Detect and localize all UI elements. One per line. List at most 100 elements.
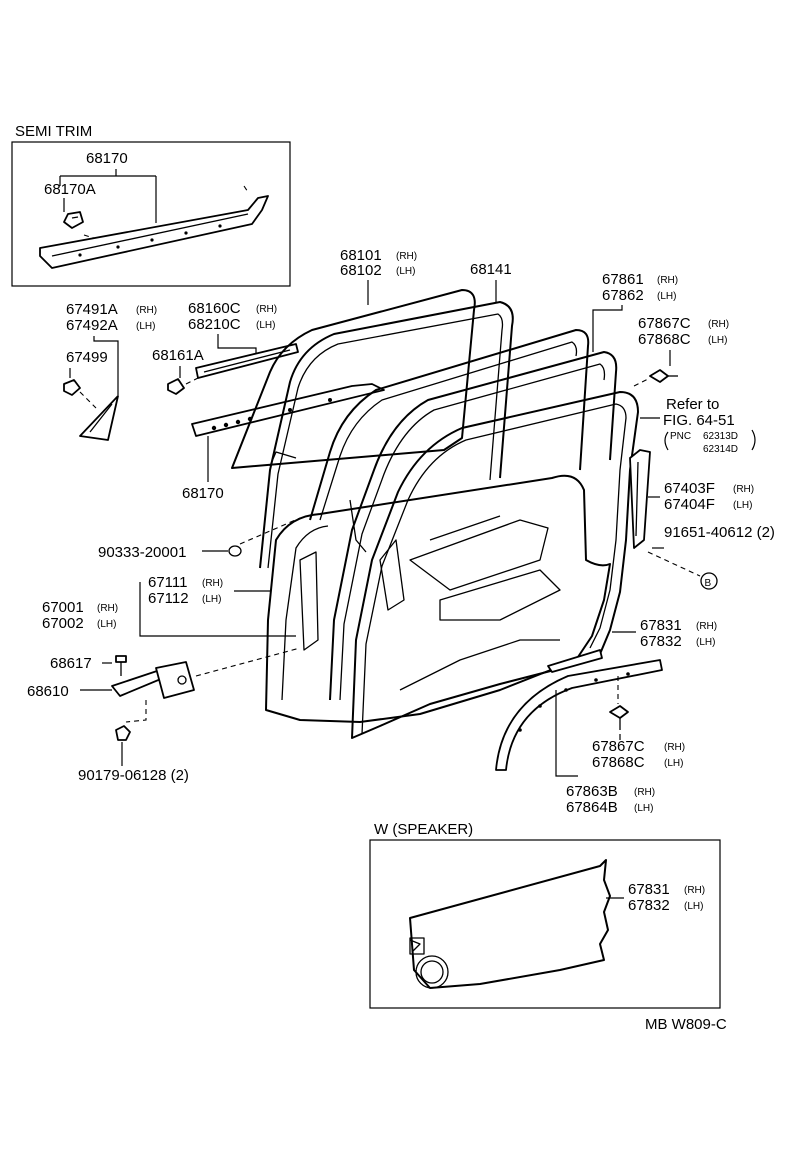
label-67112: 67112: [148, 590, 189, 607]
label-68617: 68617: [50, 655, 92, 672]
svg-text:(RH): (RH): [733, 484, 754, 495]
corner-trim-part: [79, 395, 119, 441]
label-67111: 67111: [148, 574, 188, 591]
label-67832-speaker: 67832: [628, 897, 670, 914]
svg-text:(LH): (LH): [396, 266, 415, 277]
svg-text:(RH): (RH): [634, 787, 655, 798]
refer-text-2: FIG. 64-51: [663, 412, 735, 429]
speaker-hole: [415, 955, 449, 989]
weatherstrip-label-group: 67861 (RH) 67862 (LH) 67867C (RH) 67868C…: [592, 271, 756, 455]
run-channel-part: [259, 301, 514, 569]
semi-trim-frame: [11, 141, 291, 287]
speaker-trim-board-part: [409, 859, 611, 989]
clip-68161a-icon: [167, 378, 185, 395]
svg-text:(LH): (LH): [664, 758, 683, 769]
label-67862: 67862: [602, 287, 644, 304]
label-68170a: 68170A: [44, 181, 96, 198]
label-67492a: 67492A: [66, 317, 118, 334]
svg-text:(RH): (RH): [696, 621, 717, 632]
speaker-inset-frame: [369, 839, 721, 1009]
semi-trim-leader: [59, 169, 157, 223]
svg-text:(LH): (LH): [733, 500, 752, 511]
door-panel-label-group: 67111 (RH) 67112 (LH) 67001 (RH) 67002 (…: [42, 574, 296, 637]
clip-67499-icon: [63, 379, 81, 396]
svg-text:(RH): (RH): [396, 251, 417, 262]
upper-clip-icon: [649, 369, 678, 383]
diagram-code: MB W809-C: [645, 1016, 727, 1033]
label-67499: 67499: [66, 349, 108, 366]
label-68170: 68170: [182, 485, 224, 502]
upper-left-label-group: 67491A (RH) 67492A (LH) 67499 68160C (RH…: [63, 300, 385, 502]
svg-text:(LH): (LH): [256, 320, 275, 331]
lower-clip-icon: [609, 705, 629, 730]
label-68210c: 68210C: [188, 316, 241, 333]
glass-label-group: 68101 (RH) 68102 (LH) 68141: [340, 247, 512, 305]
trim-board-label-group: 67831 (RH) 67832 (LH): [612, 617, 717, 650]
label-67864b: 67864B: [566, 799, 618, 816]
semi-trim-molding-part: [39, 185, 269, 269]
svg-text:(LH): (LH): [657, 291, 676, 302]
label-90333-20001: 90333-20001: [98, 544, 186, 561]
label-68102: 68102: [340, 262, 382, 279]
label-67832: 67832: [640, 633, 682, 650]
bolt-icon: [115, 655, 127, 676]
label-67861: 67861: [602, 271, 644, 288]
label-68170-inset: 68170: [86, 150, 128, 167]
semi-trim-clip: [63, 211, 84, 229]
svg-text:(RH): (RH): [97, 603, 118, 614]
label-67831: 67831: [640, 617, 682, 634]
label-67403f: 67403F: [664, 480, 715, 497]
svg-text:(RH): (RH): [684, 885, 705, 896]
svg-text:(LH): (LH): [97, 619, 116, 630]
speaker-inset: W (SPEAKER) 67831 (RH) 67832 (LH): [369, 821, 721, 1009]
svg-text:(RH): (RH): [657, 275, 678, 286]
label-67867c-upper: 67867C: [638, 315, 691, 332]
label-67002: 67002: [42, 615, 84, 632]
svg-text:(LH): (LH): [634, 803, 653, 814]
semi-trim-inset: SEMI TRIM 68170 68170A: [11, 123, 291, 287]
plug-icon: [228, 545, 242, 557]
label-67868c-lower: 67868C: [592, 754, 645, 771]
door-check-group: 68617 68610 90179-06128 (2): [27, 647, 301, 784]
label-67491a: 67491A: [66, 301, 118, 318]
plug-90333-group: 90333-20001: [98, 517, 301, 561]
label-67863b: 67863B: [566, 783, 618, 800]
lower-molding-part: [495, 649, 663, 771]
label-68101: 68101: [340, 247, 382, 264]
svg-text:(LH): (LH): [708, 335, 727, 346]
svg-text:(RH): (RH): [664, 742, 685, 753]
label-67868c-upper: 67868C: [638, 331, 691, 348]
ref-marker-circle: [700, 572, 718, 590]
svg-text:(LH): (LH): [696, 637, 715, 648]
label-68141: 68141: [470, 261, 512, 278]
lower-molding-label-group: 67863B (RH) 67864B (LH): [555, 690, 655, 816]
label-68161a: 68161A: [152, 347, 204, 364]
label-90179-06128: 90179-06128 (2): [78, 767, 189, 784]
svg-text:62313D: 62313D: [703, 431, 738, 442]
svg-text:(RH): (RH): [136, 305, 157, 316]
label-68160c: 68160C: [188, 300, 241, 317]
nut-icon: [115, 725, 131, 741]
inner-weatherstrip-part: [195, 343, 299, 379]
svg-text:PNC: PNC: [670, 431, 691, 442]
lower-clip-group: 67867C (RH) 67868C (LH): [592, 676, 685, 771]
svg-text:(RH): (RH): [256, 304, 277, 315]
svg-text:(LH): (LH): [136, 321, 155, 332]
svg-text:(LH): (LH): [684, 901, 703, 912]
label-91651-40612: 91651-40612 (2): [664, 524, 775, 541]
ref-marker-b: B: [705, 578, 712, 589]
label-67867c-lower: 67867C: [592, 738, 645, 755]
outer-weatherstrip-part: [329, 351, 618, 701]
svg-text:(LH): (LH): [202, 594, 221, 605]
door-weatherstrip-part: [351, 391, 639, 739]
speaker-inset-title: W (SPEAKER): [374, 821, 473, 838]
svg-text:62314D: 62314D: [703, 444, 738, 455]
label-67831-speaker: 67831: [628, 881, 670, 898]
cushion-part: [629, 449, 651, 549]
door-check-part: [111, 661, 195, 699]
svg-text:(RH): (RH): [708, 319, 729, 330]
door-frame-part: [309, 329, 590, 521]
semi-trim-title: SEMI TRIM: [15, 123, 92, 140]
door-panel-part: [265, 474, 611, 723]
